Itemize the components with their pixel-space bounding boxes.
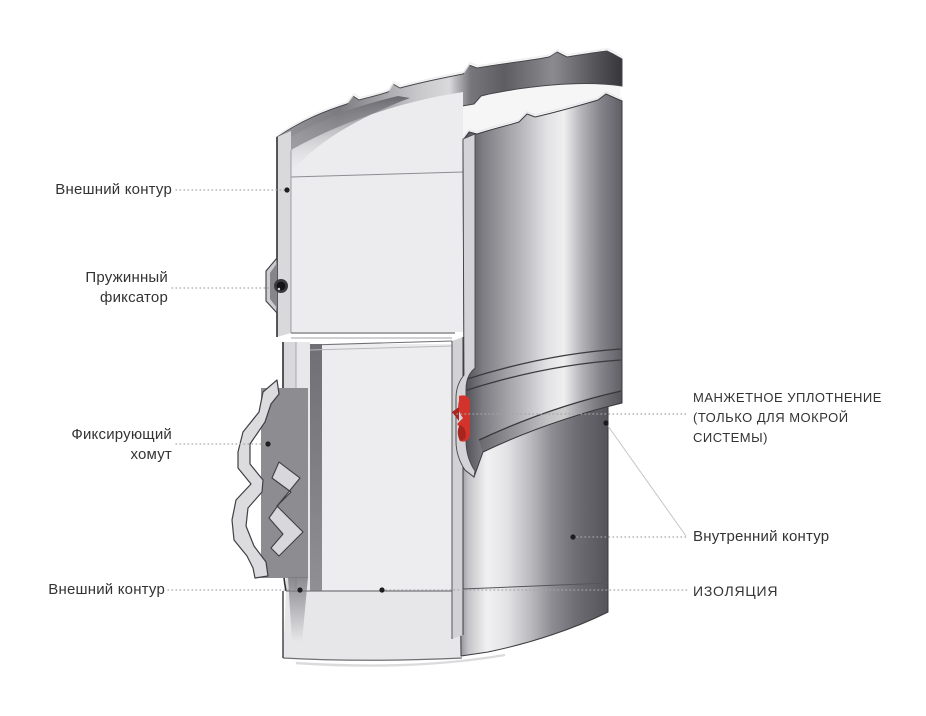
inner-pipe-upper <box>455 91 623 478</box>
fixing-clamp <box>231 379 308 642</box>
spring-lock-boss <box>265 256 288 315</box>
label-spring-lock: Пружинный фиксатор <box>85 269 168 306</box>
outer-shell-bottom-skirt <box>282 590 506 667</box>
label-fixing-clamp: Фиксирующий хомут <box>71 426 172 463</box>
label-outer-contour-bottom: Внешний контур <box>48 581 165 598</box>
label-cuff-seal: МАНЖЕТНОЕ УПЛОТНЕНИЕ (ТОЛЬКО ДЛЯ МОКРОЙ … <box>693 390 882 445</box>
label-outer-contour-top: Внешний контур <box>55 181 172 198</box>
outer-shell-upper-panel <box>284 92 464 339</box>
outer-wall-upper <box>276 131 292 337</box>
label-inner-contour: Внутренний контур <box>693 528 830 545</box>
cuff-seal <box>452 395 470 442</box>
inner-pipe-socket-lip <box>455 133 476 478</box>
outer-shell-lower-section <box>282 340 453 592</box>
leader-lines <box>167 187 689 593</box>
label-insulation: ИЗОЛЯЦИЯ <box>693 583 779 599</box>
